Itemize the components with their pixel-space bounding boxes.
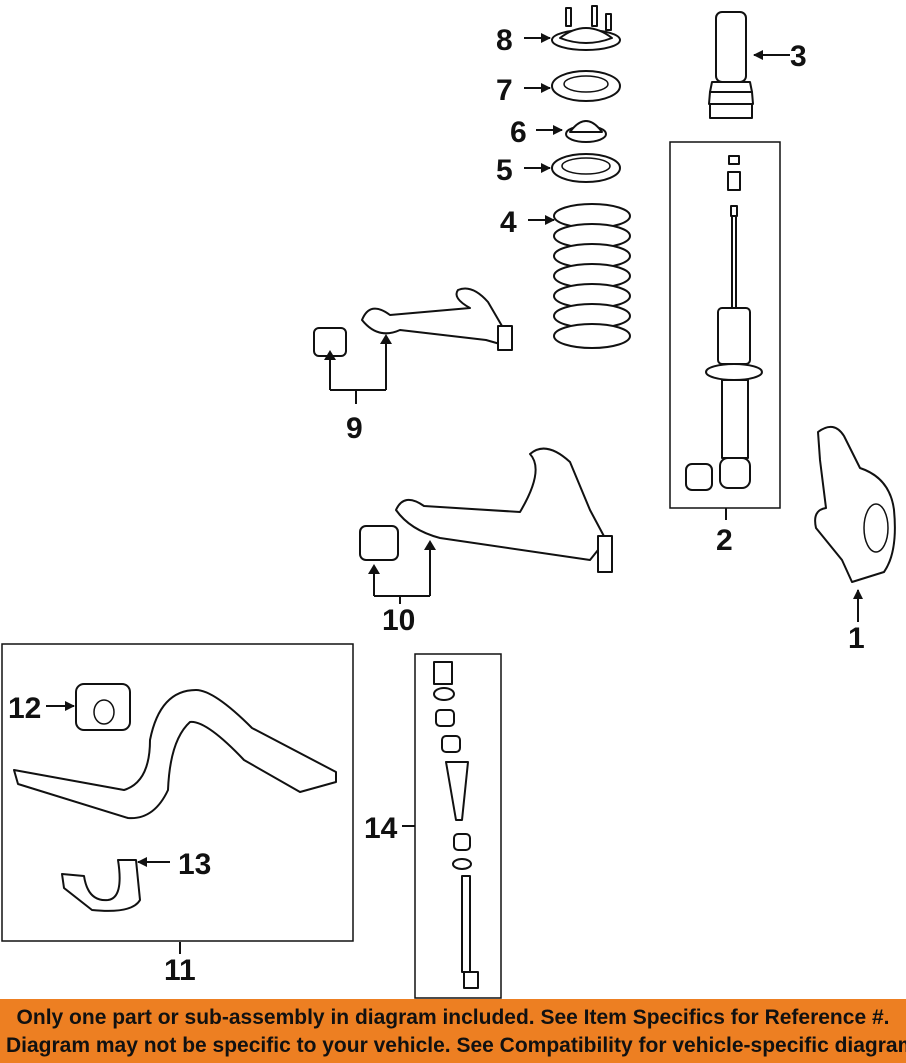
callout-10: 10 [382, 604, 415, 637]
callout-8: 8 [496, 24, 513, 57]
coil-spring-part [553, 203, 631, 349]
stabilizer-bar-frame [1, 643, 354, 942]
spring-insulator-part [551, 70, 621, 102]
leader-lines [46, 33, 863, 954]
callout-6: 6 [510, 116, 527, 149]
callout-13: 13 [178, 848, 211, 881]
stabilizer-link-part [433, 661, 479, 989]
callout-2: 2 [716, 524, 733, 557]
spring-seat-part [551, 153, 621, 183]
callout-14: 14 [364, 812, 398, 845]
callout-9: 9 [346, 412, 363, 445]
notice-line-1: Only one part or sub-assembly in diagram… [16, 1006, 890, 1029]
link-kit-frame [414, 653, 502, 999]
bar-bushing-part [75, 683, 131, 731]
callout-3: 3 [790, 40, 807, 73]
notice-line-2: Diagram may not be specific to your vehi… [6, 1034, 906, 1057]
callout-12: 12 [8, 692, 41, 725]
steering-knuckle-part [814, 425, 896, 583]
notice-banner: Only one part or sub-assembly in diagram… [0, 999, 906, 1063]
lower-control-arm-part [359, 447, 613, 573]
shock-absorber-part [685, 155, 763, 491]
callout-4: 4 [500, 206, 517, 239]
strut-mount-part [551, 5, 621, 51]
callout-7: 7 [496, 74, 513, 107]
bar-bracket-part [61, 859, 141, 912]
callout-5: 5 [496, 154, 513, 187]
front-suspension-diagram: 1 2 3 4 5 6 7 8 9 10 11 12 13 14 [1, 5, 896, 999]
callout-1: 1 [848, 622, 865, 655]
dust-boot-part [708, 11, 754, 119]
upper-control-arm-part [313, 287, 513, 357]
callout-11: 11 [164, 954, 196, 987]
stabilizer-bar-part [13, 689, 337, 820]
bumper-part [565, 120, 607, 143]
